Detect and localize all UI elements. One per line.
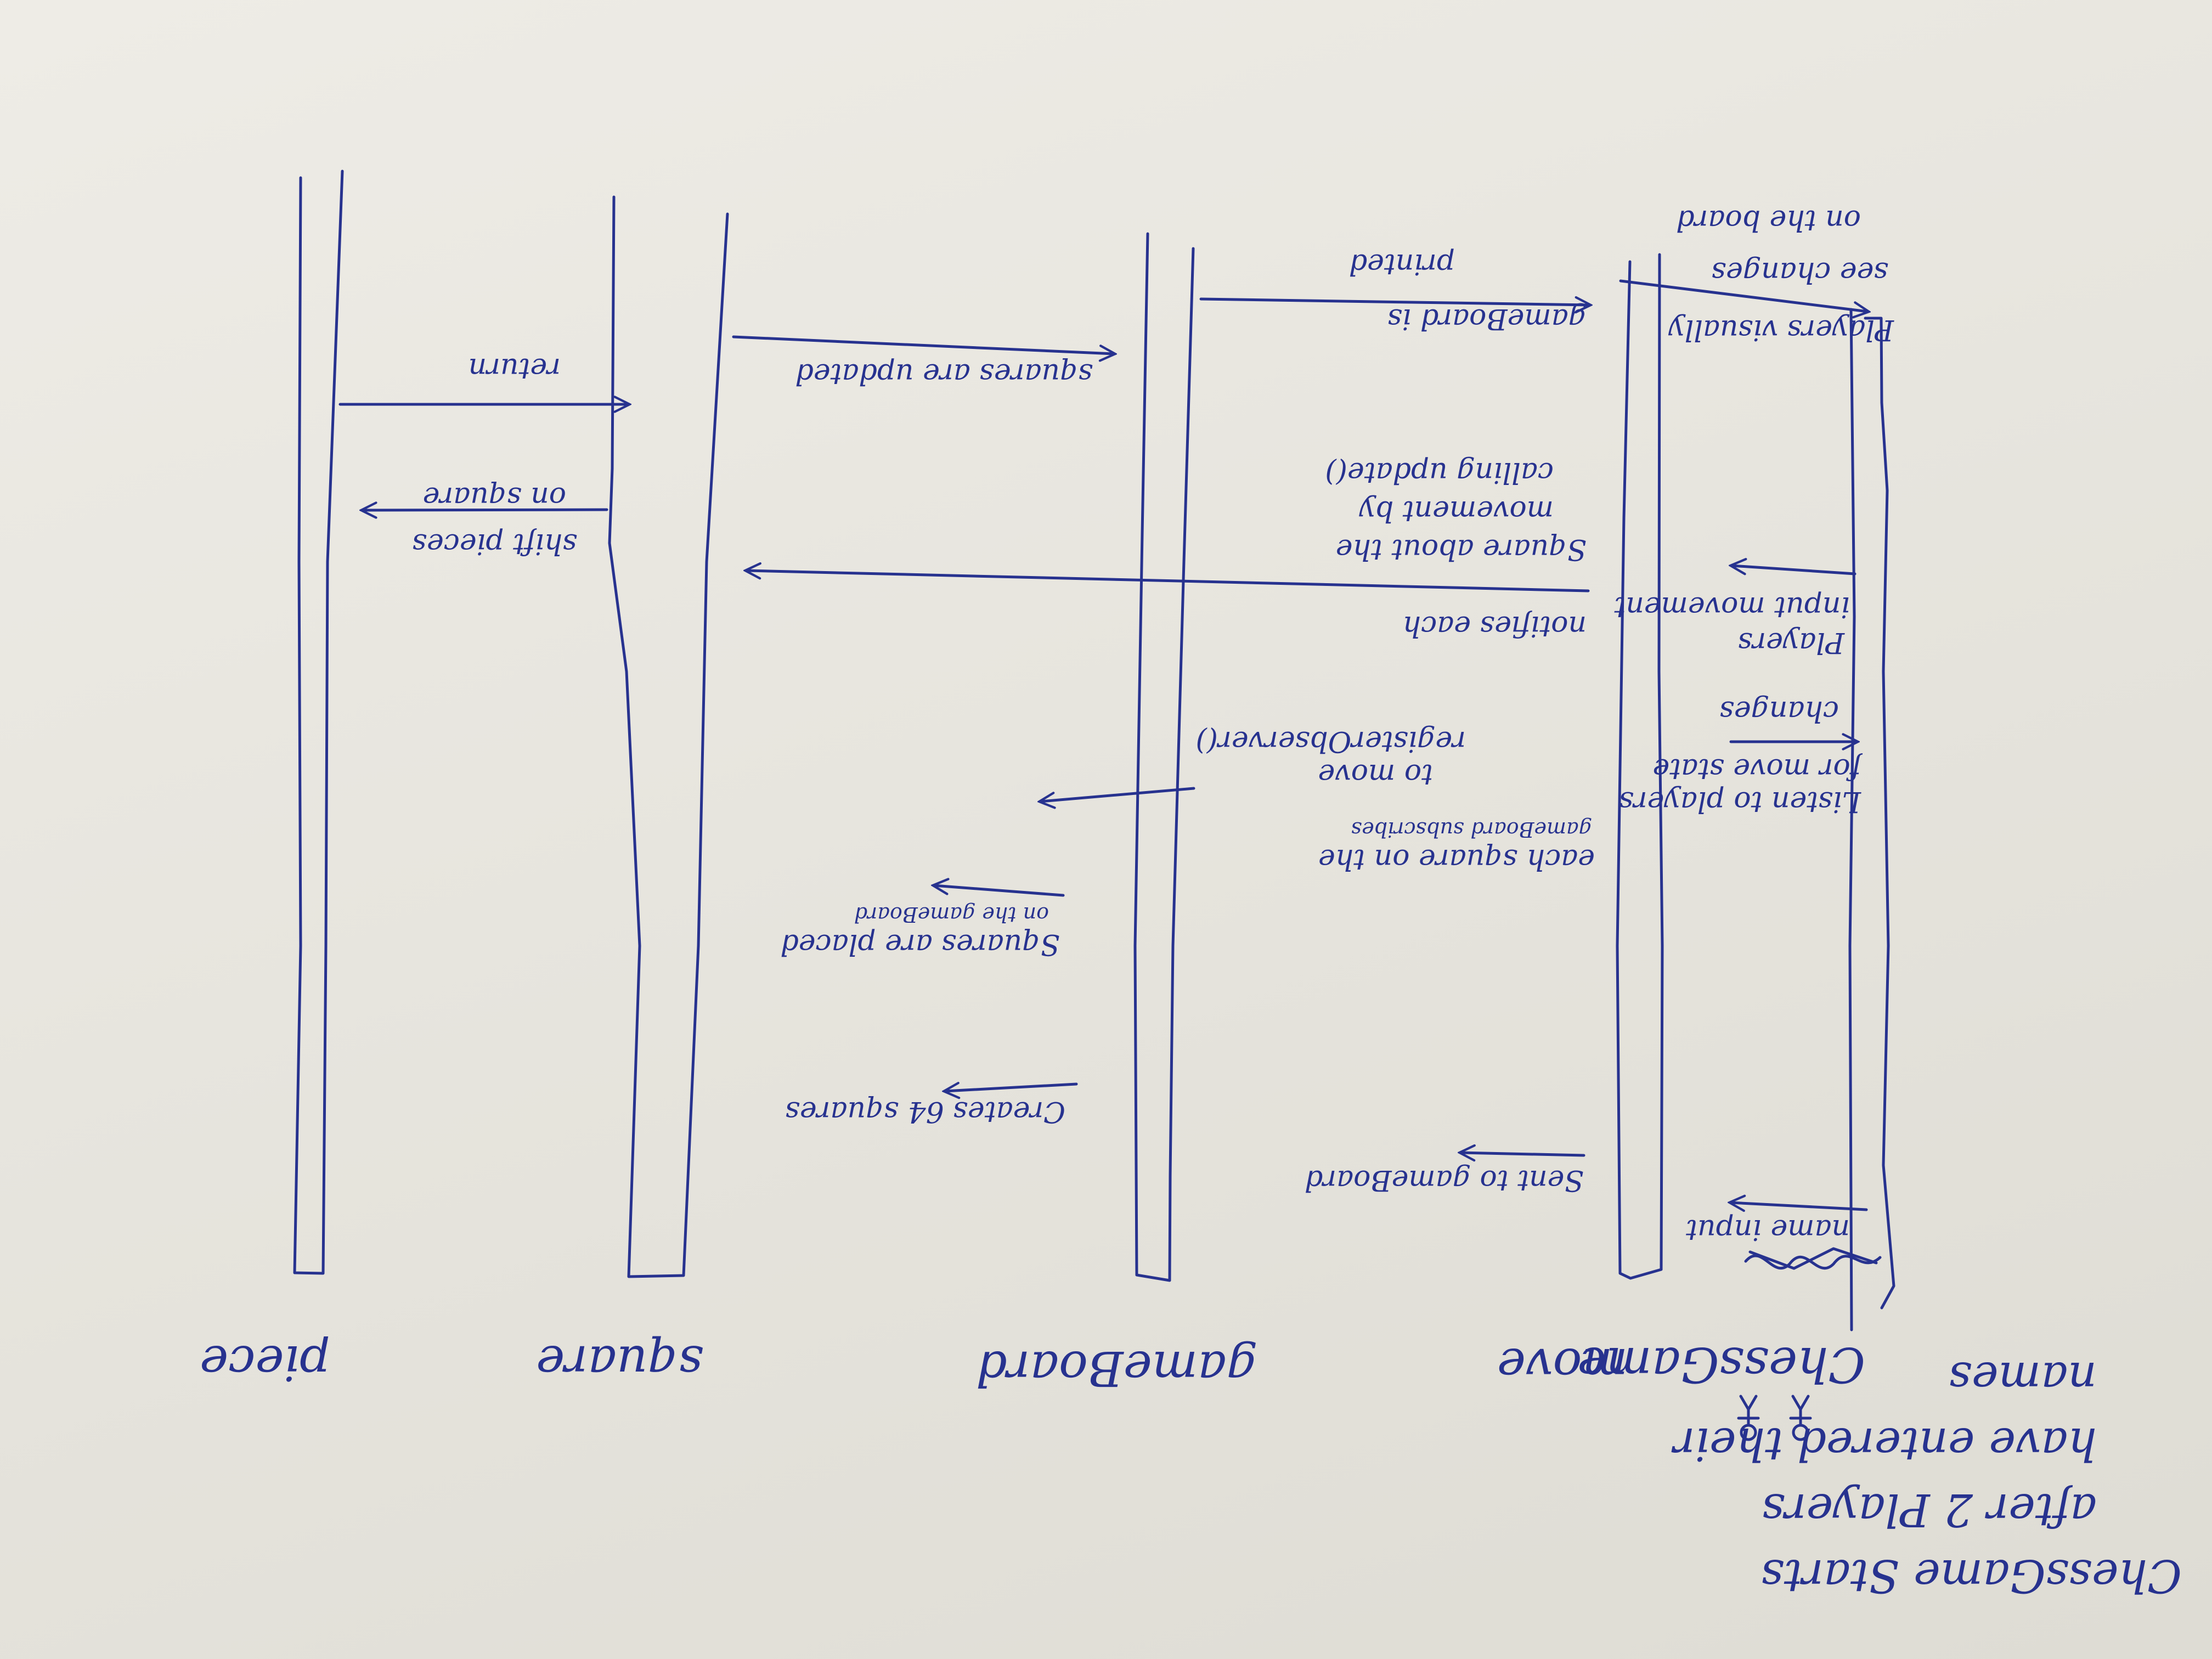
- lifeline-move-bar: [1616, 253, 1664, 1280]
- message-arrow-6: [1040, 787, 1195, 802]
- message-label-4-line-2: on the gameBoard: [854, 902, 1049, 927]
- message-label-13-line-3: on the board: [1676, 204, 1861, 236]
- message-label-2: Sent to gameBoard: [1305, 1164, 1584, 1197]
- note-line-3: have entered their: [1671, 1418, 2097, 1470]
- scribbled-out-text: [1744, 1247, 1882, 1270]
- message-label-3: Creates 64 squares: [785, 1095, 1065, 1128]
- message-label-5-line-3: changes: [1719, 695, 1839, 727]
- message-label-6-line-1: each square on the: [1318, 843, 1595, 876]
- message-label-9-line-1: shift pieces: [412, 527, 577, 560]
- message-arrow-13: [1619, 279, 1868, 312]
- message-arrow-12: [1199, 299, 1590, 305]
- lifeline-label-gameboard: gameBoard: [976, 1340, 1257, 1397]
- message-label-12-line-1: gameBoard is: [1387, 302, 1587, 335]
- lifeline-square-bar: [608, 195, 729, 1278]
- message-arrow-3: [945, 1084, 1078, 1091]
- lifeline-chessgame-bar: [1864, 317, 1895, 1310]
- actor-icon-1: [1789, 1395, 1812, 1441]
- note-line-2: after 2 Players: [1762, 1483, 2097, 1536]
- message-arrow-4: [934, 885, 1065, 897]
- message-label-1: name input: [1686, 1213, 1850, 1246]
- lifeline-chessgame-bar-right: [1848, 308, 1856, 1331]
- message-label-5-line-2: for move state: [1653, 752, 1864, 785]
- message-label-12-line-2: printed: [1349, 247, 1455, 280]
- lifeline-piece-bar: [293, 170, 344, 1275]
- lifeline-gameboard-bar: [1133, 232, 1195, 1282]
- message-label-10: return: [469, 352, 561, 385]
- message-label-13-line-1: Players visually: [1668, 313, 1894, 346]
- message-arrow-8: [746, 571, 1590, 592]
- lifeline-label-move: move: [1497, 1338, 1628, 1394]
- note-line-4: names: [1949, 1352, 2097, 1404]
- message-label-8-line-2: Square about the: [1336, 533, 1587, 566]
- message-label-8-line-4: calling update(): [1325, 456, 1554, 489]
- message-label-5-line-1: Listen to players: [1619, 785, 1861, 818]
- lifeline-label-chessgame: ChessGame: [1577, 1336, 1865, 1393]
- lifeline-label-square: square: [536, 1335, 703, 1391]
- message-arrow-7: [1731, 566, 1857, 575]
- message-arrow-2: [1460, 1153, 1585, 1155]
- message-label-13-line-2: see changes: [1711, 256, 1888, 289]
- message-label-7-line-1: Players: [1738, 626, 1845, 659]
- message-label-4-line-1: Squares are placed: [780, 928, 1060, 961]
- actor-icon-2: [1737, 1395, 1760, 1441]
- message-label-7-line-2: input movement: [1614, 590, 1850, 623]
- message-arrow-11: [732, 335, 1114, 354]
- lifeline-label-piece: piece: [200, 1335, 330, 1391]
- note-line-1: ChessGame Starts: [1761, 1549, 2182, 1601]
- message-label-6-line-3: to move: [1318, 758, 1434, 791]
- message-label-8-line-1: notifies each: [1403, 610, 1587, 642]
- message-label-8-line-3: movement by: [1359, 494, 1554, 527]
- message-label-11: squares are updated: [795, 357, 1093, 390]
- message-arrow-1: [1730, 1203, 1868, 1210]
- message-label-6-line-4: registerObserver(): [1195, 725, 1466, 758]
- message-label-9-line-2: on square: [423, 481, 566, 514]
- message-label-6-line-2: gameBoard subscribes: [1351, 817, 1592, 842]
